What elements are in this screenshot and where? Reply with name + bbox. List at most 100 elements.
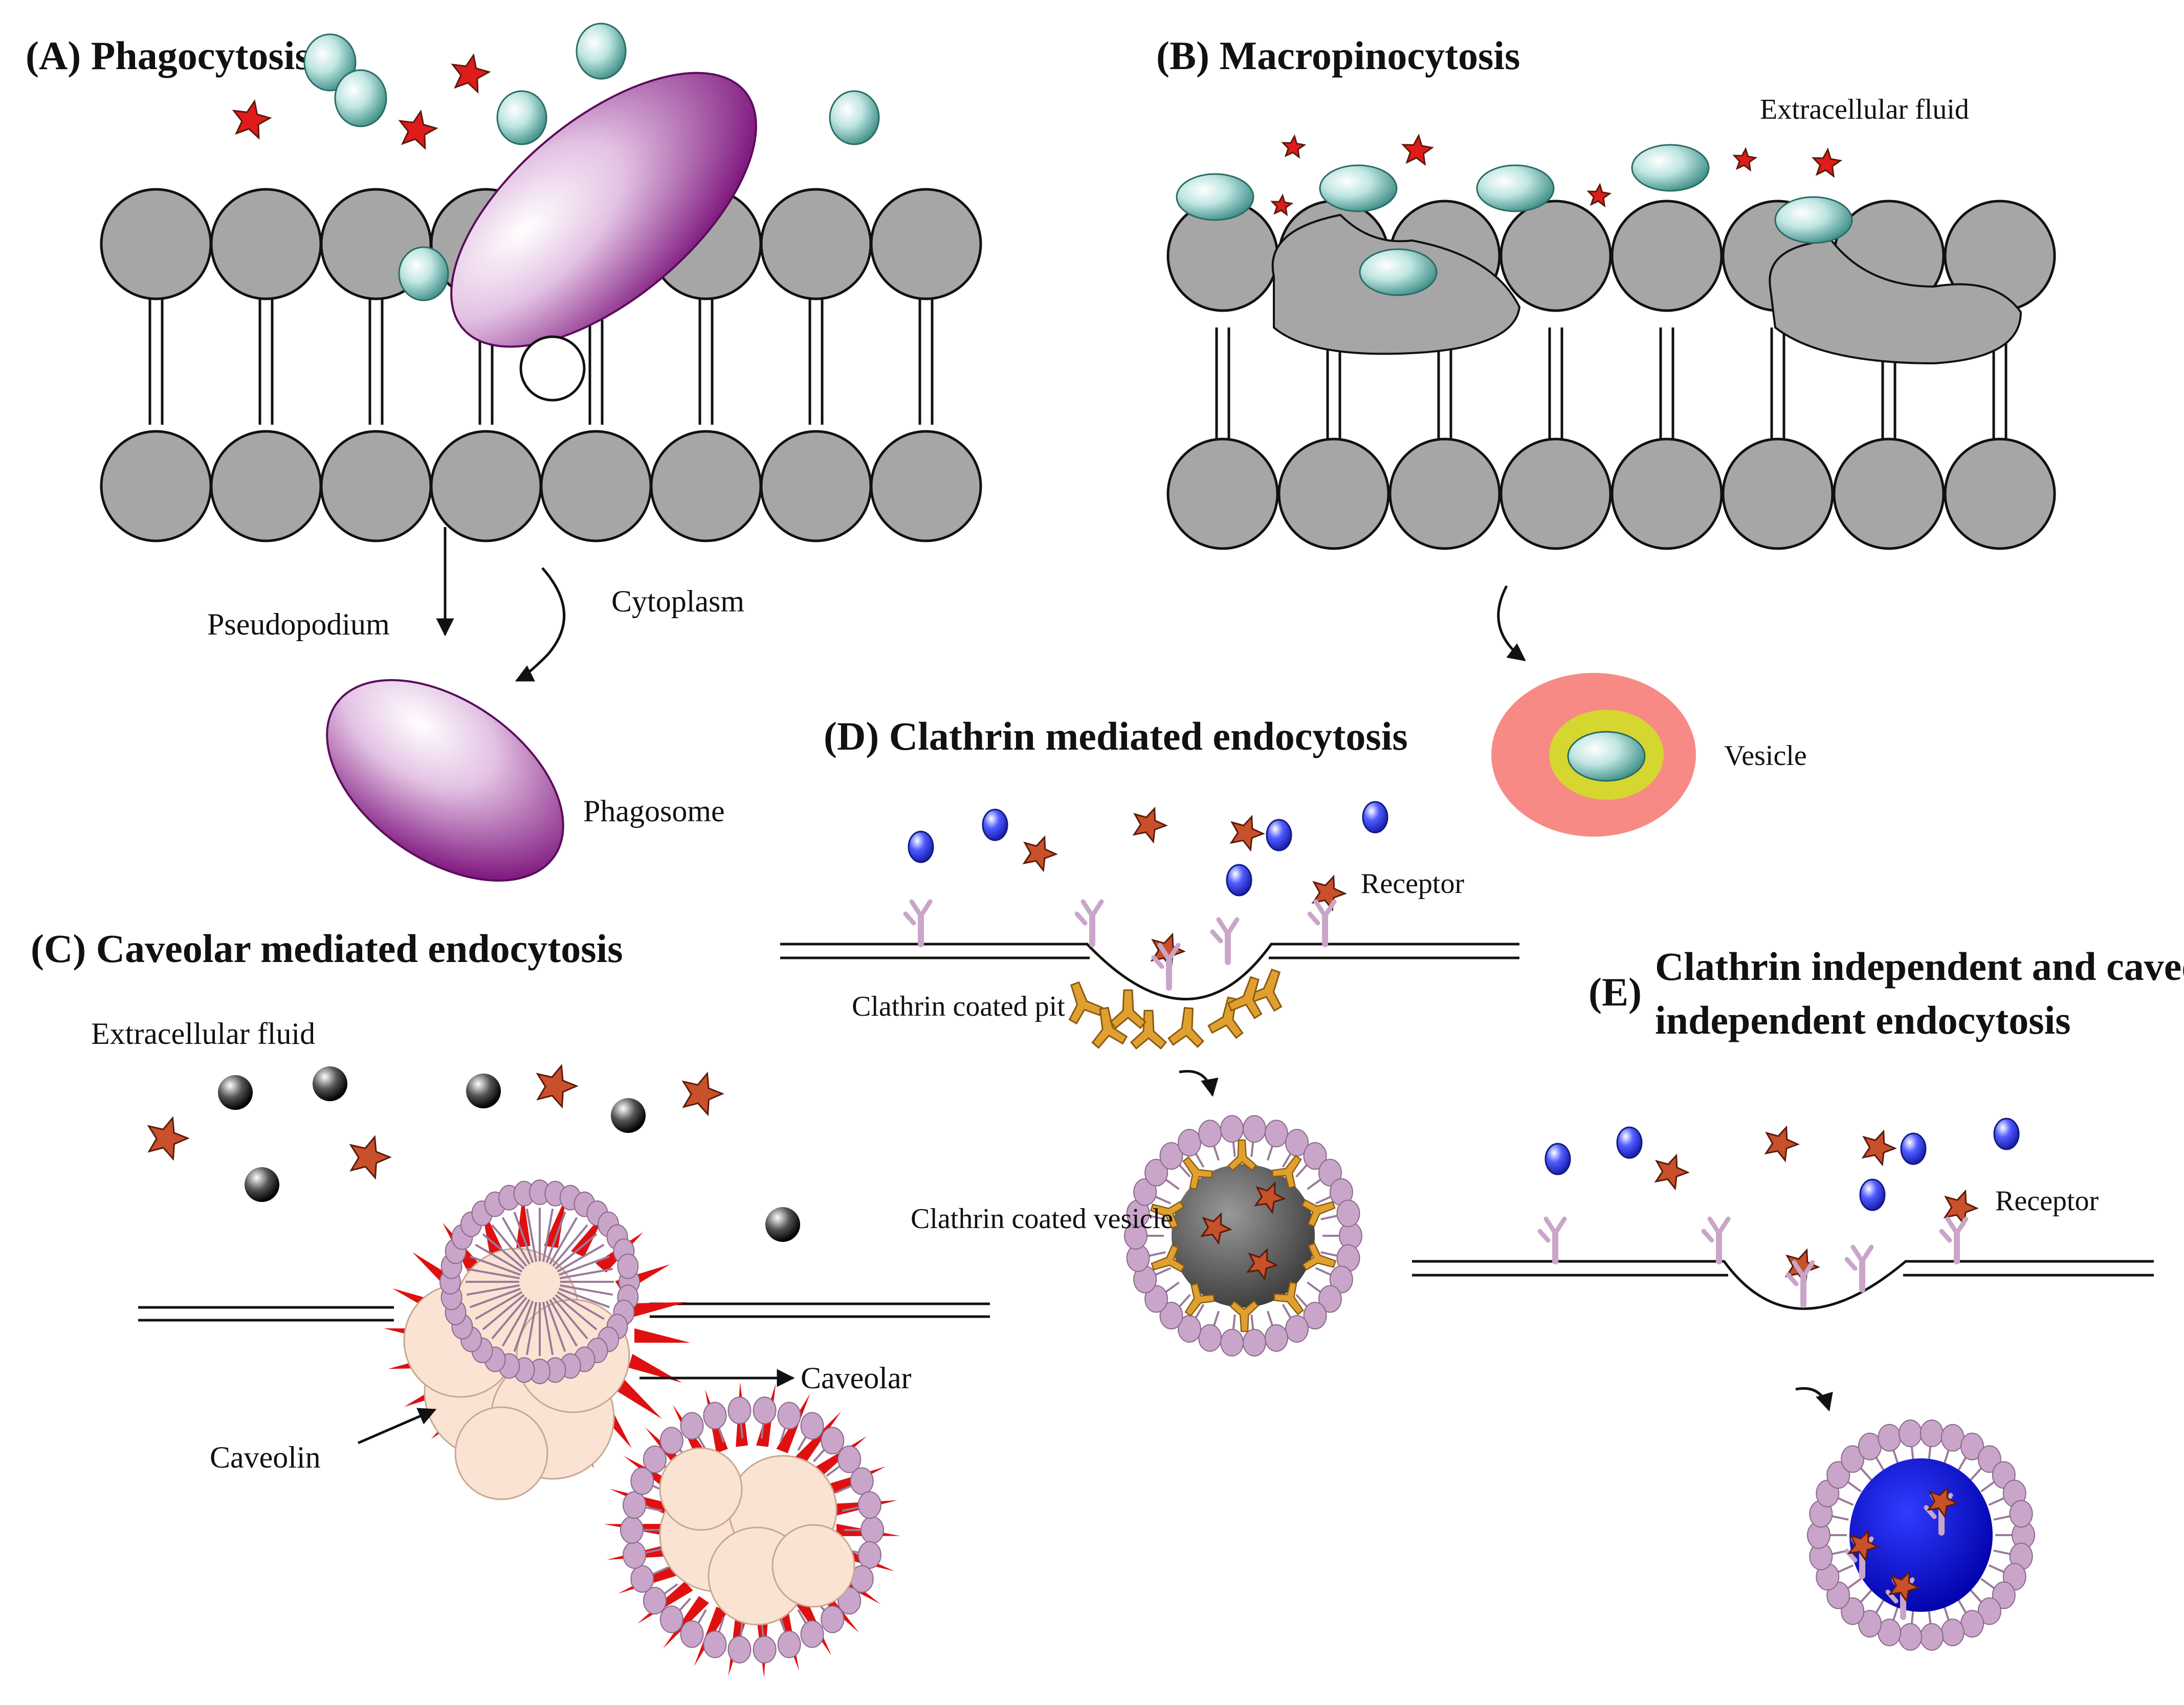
star-ligand — [1784, 1248, 1820, 1285]
lipid-tail — [557, 1291, 605, 1320]
caveolar-label: Caveolar — [801, 1361, 912, 1395]
lipid-head — [821, 1427, 845, 1455]
star-ligand — [451, 53, 491, 94]
lipid-head — [1722, 438, 1834, 550]
particle — [765, 1207, 800, 1242]
clathrin-coated-vesicle-label: Clathrin coated vesicle — [911, 1203, 1173, 1235]
clathrin-triskelion — [1109, 989, 1147, 1030]
star-ligand — [1654, 1153, 1690, 1191]
lipid-head — [1336, 1199, 1360, 1228]
caveolin-arrow — [358, 1408, 437, 1445]
star-ligand — [1888, 1570, 1921, 1603]
clathrin-shape — [1273, 1281, 1304, 1316]
receptor — [1785, 1260, 1815, 1308]
particle — [611, 1098, 646, 1133]
receptor-label-d: Receptor — [1361, 868, 1464, 900]
lipid-head — [1920, 1623, 1944, 1651]
lipid-head — [1388, 438, 1501, 550]
receptor — [1151, 943, 1181, 991]
lipid-head — [1944, 438, 2056, 550]
panel-c-stars — [147, 1064, 724, 1180]
particle — [1476, 164, 1555, 212]
lipid-tail — [513, 1300, 534, 1352]
particle — [313, 1066, 347, 1101]
particle — [496, 90, 547, 145]
panel-macropinocytosis: (B) Macropinocytosis Extracellular fluid… — [1156, 33, 2056, 837]
particle — [1859, 1178, 1886, 1211]
particle — [829, 90, 880, 145]
lipid-head — [1920, 1419, 1944, 1448]
receptor — [1939, 1216, 1969, 1264]
panel-caveolar: (C) Caveolar mediated endocytosis Extrac… — [31, 926, 990, 1678]
star-ligand — [1847, 1529, 1880, 1562]
particle — [982, 808, 1008, 841]
lipid-tail — [549, 1217, 578, 1265]
star-ligand — [147, 1116, 190, 1161]
caveolin-spike — [615, 1378, 662, 1419]
vesicle-arrow — [1497, 585, 1526, 662]
caveolin-blob — [659, 1447, 743, 1531]
clathrin-coated-vesicle — [1124, 1115, 1362, 1357]
panel-d-receptors — [903, 899, 1337, 991]
lipid-head — [1159, 1302, 1183, 1330]
caveolin-blob — [771, 1524, 855, 1608]
caveolin-spike — [628, 1302, 687, 1318]
clathrin-shape — [1227, 1139, 1257, 1172]
lipid-head — [1611, 438, 1723, 550]
lipid-head — [1977, 1597, 2001, 1625]
lipid-head — [1220, 1115, 1244, 1143]
lipid-head — [777, 1402, 801, 1430]
particle — [1993, 1118, 2020, 1150]
lipid-head — [100, 188, 212, 300]
panel-clathrin: (D) Clathrin mediated endocytosis Recept… — [780, 714, 1519, 1357]
lipid-head — [680, 1412, 704, 1440]
caveolin-label: Caveolin — [210, 1440, 321, 1474]
star-ligand — [1943, 1189, 1979, 1227]
clathrin-shape — [1151, 1244, 1185, 1273]
lipid-tail — [542, 1208, 554, 1262]
star-ligand — [1311, 875, 1347, 912]
lipid-head — [1303, 1302, 1327, 1330]
star-ligand — [1586, 183, 1612, 208]
phagocyte-pseudopod — [450, 72, 757, 348]
lipid-head — [659, 1605, 683, 1633]
panel-e-title-letter: (E) — [1589, 970, 1642, 1014]
lipid-tail — [470, 1287, 521, 1308]
lipid-tail — [545, 1212, 566, 1263]
lipid-head — [1159, 1142, 1183, 1170]
lipid-head — [800, 1620, 824, 1648]
lipid-head — [777, 1630, 801, 1658]
lipid-head — [1198, 1120, 1222, 1148]
clathrin-triskelion — [1271, 1154, 1302, 1189]
lipid-head — [1303, 1142, 1327, 1170]
lipid-head — [1277, 438, 1390, 550]
lipid-head — [821, 1605, 845, 1633]
particle — [466, 1074, 501, 1108]
particle — [1319, 164, 1398, 212]
lipid-tail — [558, 1255, 610, 1276]
lipid-head — [1144, 1285, 1168, 1313]
lipid-tail — [501, 1217, 531, 1265]
lipid-head — [643, 1445, 667, 1473]
star-ligand — [1253, 1181, 1286, 1214]
star-ligand — [1401, 134, 1435, 166]
lipid-tail — [525, 1208, 538, 1262]
membrane-with-invagination — [1412, 1260, 2154, 1310]
panel-c-title: (C) Caveolar mediated endocytosis — [31, 926, 623, 971]
lipid-head — [630, 1565, 654, 1593]
panel-a-title: (A) Phagocytosis — [26, 33, 311, 78]
clathrin-shape — [1130, 1010, 1167, 1050]
lipid-head — [850, 1467, 874, 1495]
lipid-head — [100, 430, 212, 542]
lipid-head — [753, 1635, 777, 1664]
lipid-head — [1899, 1623, 1923, 1651]
lipid-head — [1133, 1178, 1157, 1206]
lipid-head — [1144, 1158, 1168, 1187]
lipid-head — [753, 1396, 777, 1425]
star-ligand — [1926, 1485, 1959, 1519]
lipid-head — [1899, 1419, 1923, 1448]
lipid-tail — [542, 1302, 554, 1356]
lipid-head — [210, 430, 322, 542]
lipid-head — [703, 1402, 727, 1430]
